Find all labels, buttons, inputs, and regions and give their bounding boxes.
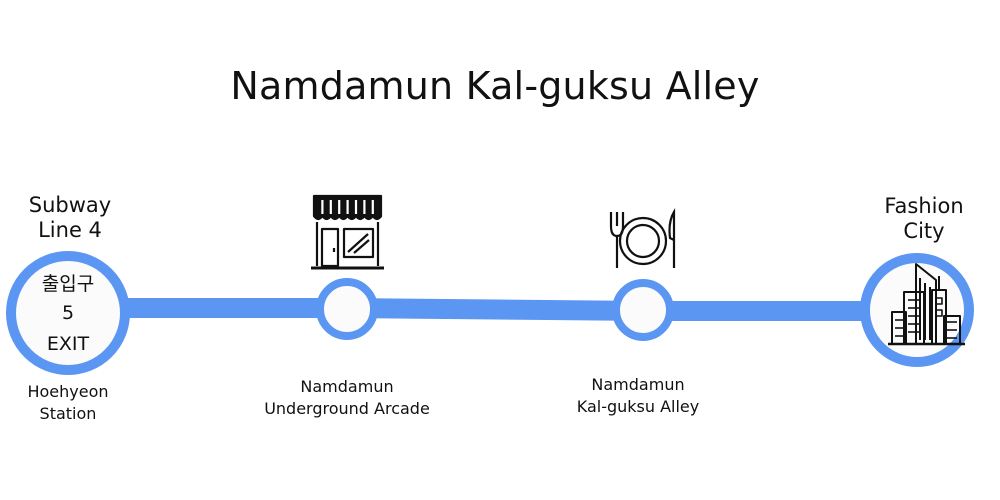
stop-node-kalguksu-alley[interactable] <box>612 279 674 341</box>
exit-korean-label: 출입구 <box>41 273 95 295</box>
storefront-icon <box>311 194 384 270</box>
stop-node-underground-arcade[interactable] <box>316 278 378 340</box>
underground-arcade-label: Namdamun Underground Arcade <box>264 377 430 418</box>
exit-label: EXIT <box>46 333 90 355</box>
kalguksu-alley-label: Namdamun Kal-guksu Alley <box>576 375 700 416</box>
subway-exit-node[interactable] <box>6 251 130 375</box>
hoehyeon-station-label: Hoehyeon Station <box>27 382 109 423</box>
fashion-city-label: Fashion City <box>884 194 964 243</box>
exit-number-label: 5 <box>61 302 75 324</box>
route-line <box>70 298 917 321</box>
subway-line-label: Subway Line 4 <box>28 193 112 242</box>
city-buildings-icon <box>888 263 965 346</box>
page-title: Namdamun Kal-guksu Alley <box>230 64 760 108</box>
plate-fork-knife-icon <box>609 208 676 268</box>
